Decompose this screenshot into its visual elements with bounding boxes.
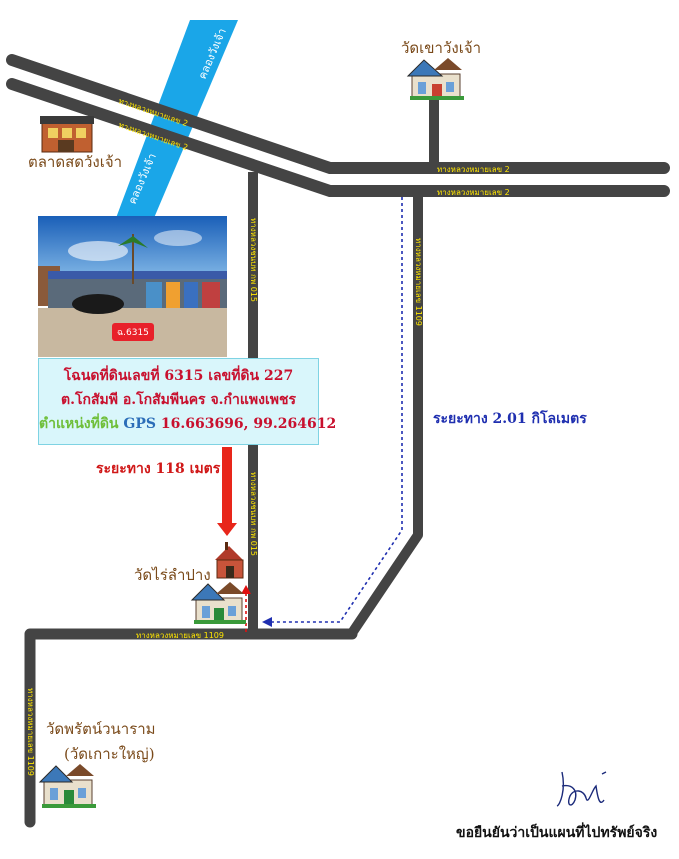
highway-1109-bottom <box>24 628 358 828</box>
highway-1109-right <box>345 191 423 639</box>
deed-info-box: โฉนดที่ดินเลขที่ 6315 เลขที่ดิน 227 ต.โก… <box>38 358 336 445</box>
location-line: ต.โกสัมพี อ.โกสัมพีนคร จ.กำแพงเพชร <box>61 392 296 408</box>
red-pointer-arrow <box>217 447 237 536</box>
place-wat-rai-lampang: วัดไร่ลำปาง <box>134 566 211 584</box>
place-wat-phrat-alt: (วัดเกาะใหญ่) <box>64 745 155 763</box>
signature <box>556 771 607 807</box>
gps-label: GPS <box>123 416 156 432</box>
highway-2 <box>6 54 670 197</box>
temple-icon-wat-rai <box>190 582 246 624</box>
road-label-side-upper: ทางหลวงชนบท กพ 015 <box>249 218 258 302</box>
road-label-hwy2-d: ทางหลวงหมายเลข 2 <box>437 188 510 197</box>
confirmation-text: ขอยืนยันว่าเป็นแผนที่ไปทรัพย์จริง <box>456 825 658 841</box>
temple-icon-wat-phrat <box>38 764 96 808</box>
distance-118m: ระยะทาง 118 เมตร <box>96 461 221 477</box>
property-photo: ฉ.6315 <box>38 216 227 357</box>
route-red-arrowhead <box>241 585 251 594</box>
gps-line: ตำแหน่งที่ดิน GPS 16.663696, 99.264612 <box>39 412 336 436</box>
distance-2-01km: ระยะทาง 2.01 กิโลเมตร <box>433 411 587 427</box>
road-label-hwy2-c: ทางหลวงหมายเลข 2 <box>437 165 510 174</box>
road-label-hwy1109-bottom: ทางหลวงหมายเลข 1109 <box>136 631 224 640</box>
place-wat-khao-wang-chao: วัดเขาวังเจ้า <box>401 39 482 57</box>
gps-prefix: ตำแหน่งที่ดิน <box>39 416 119 432</box>
road-label-left: ทางหลวงหมายเลข 1109 <box>26 688 35 776</box>
photo-deed-badge: ฉ.6315 <box>112 323 154 341</box>
gps-coordinates: 16.663696, 99.264612 <box>160 416 337 432</box>
place-market: ตลาดสดวังเจ้า <box>28 153 123 171</box>
market-icon <box>40 116 94 153</box>
property-photo-image <box>38 216 227 357</box>
place-wat-phrat: วัดพรัตน์วนาราม <box>46 720 156 738</box>
temple-icon-wat-khao <box>406 58 464 100</box>
chapel-icon <box>215 542 244 579</box>
route-blue-arrowhead <box>262 617 272 627</box>
road-label-right: ทางหลวงหมายเลข 1109 <box>414 238 423 326</box>
deed-number-line: โฉนดที่ดินเลขที่ 6315 เลขที่ดิน 227 <box>63 368 294 384</box>
road-label-side-lower: ทางหลวงชนบท กพ 015 <box>249 472 258 556</box>
